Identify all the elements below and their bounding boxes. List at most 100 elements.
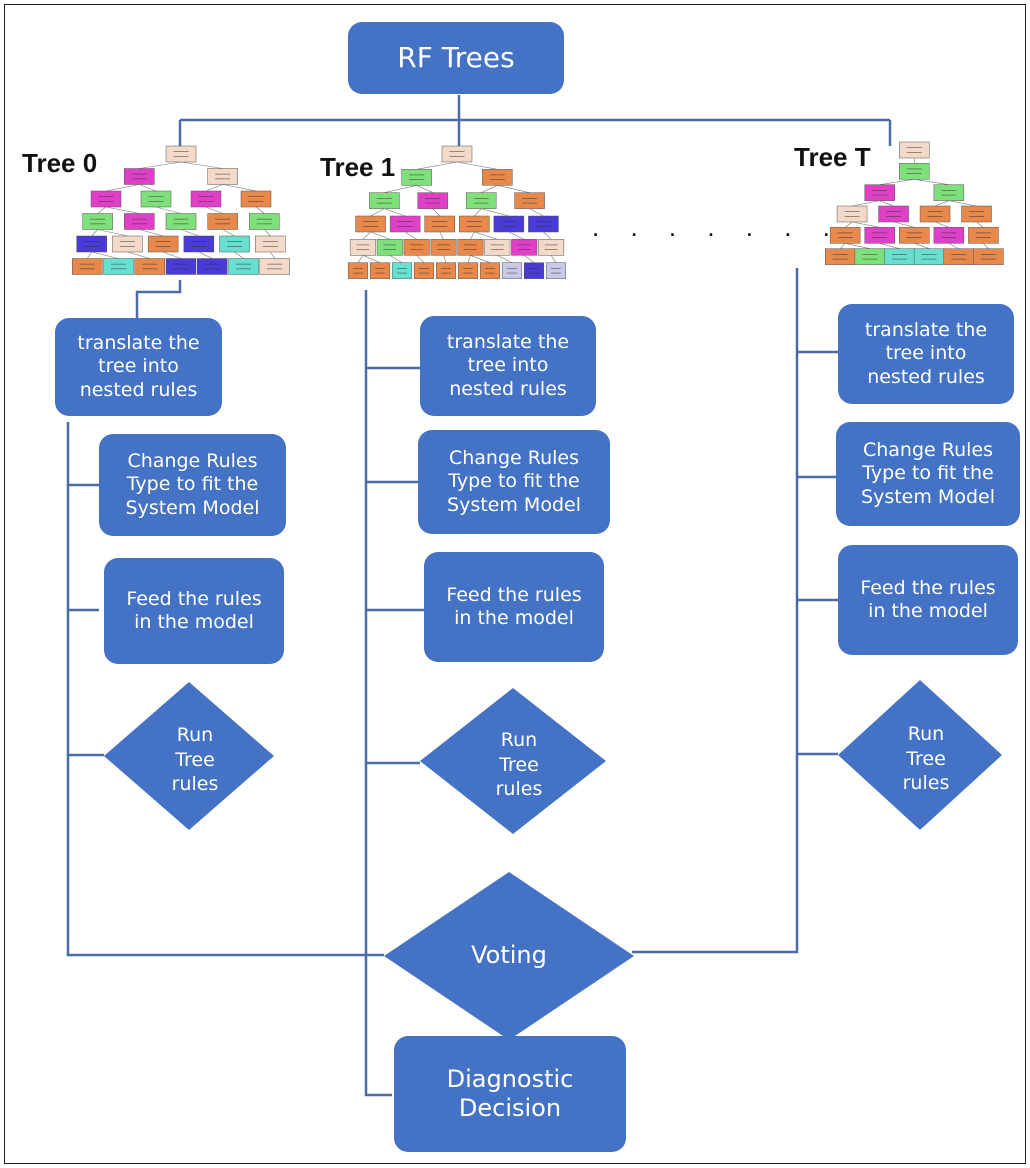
tree-edge: [362, 231, 371, 240]
tree-edge: [550, 255, 557, 263]
col0-change-label: Change Rules Type to fit the System Mode…: [125, 450, 260, 519]
tree-edge: [139, 161, 182, 169]
tree-edge: [948, 243, 959, 249]
tree-node: [933, 184, 965, 201]
tree-node: [376, 239, 403, 256]
tree-edge: [456, 161, 498, 170]
tree-edge: [497, 255, 513, 263]
col1-run-label: Run Tree rules: [495, 728, 543, 801]
tree-edge: [370, 208, 385, 217]
colT-feed-box: Feed the rules in the model: [838, 545, 1018, 655]
voting-label: Voting: [471, 941, 547, 970]
tree-node: [864, 227, 895, 244]
col0-spine: [66, 422, 384, 957]
tree-edge: [127, 251, 150, 259]
tree-node: [207, 168, 238, 185]
tree-edge: [105, 184, 140, 192]
tree-edge: [529, 208, 544, 217]
tree-node: [973, 248, 1004, 265]
tree-node: [864, 184, 895, 201]
tree-node: [854, 248, 886, 265]
tree-node: [355, 215, 386, 233]
tree-node: [134, 258, 165, 275]
tree-node: [147, 235, 179, 253]
ellipsis: . . . . . . .: [592, 212, 842, 242]
tree-edge: [357, 255, 364, 263]
tree-node: [479, 262, 501, 279]
tree-edge: [879, 243, 900, 249]
tree-node: [514, 192, 545, 209]
tree-node: [240, 190, 272, 208]
tree-node: [124, 168, 155, 185]
col1-feed-label: Feed the rules in the model: [446, 583, 582, 629]
tree-node: [413, 262, 435, 279]
tree-node: [401, 169, 432, 186]
tree-edge: [404, 231, 417, 240]
tree-edge: [370, 231, 390, 240]
tree-node: [165, 145, 197, 163]
col0-branches: [68, 483, 104, 757]
tree-node: [919, 205, 951, 223]
tree-edge: [384, 185, 417, 193]
tree-edge: [432, 208, 440, 217]
col1-translate-box: translate the tree into nested rules: [420, 316, 596, 416]
root-label: RF Trees: [397, 40, 515, 74]
tree-t-label: Tree T: [794, 142, 871, 172]
tree-edge: [163, 251, 182, 259]
tree-edge: [879, 200, 894, 207]
tree-node: [72, 258, 103, 275]
tree-node: [207, 213, 238, 230]
tree-edge: [914, 243, 930, 249]
tree-0-diagram: [72, 145, 290, 275]
tree-edge: [97, 229, 128, 237]
tree-edge: [264, 229, 271, 237]
tree-edge: [139, 184, 157, 192]
tree-node: [76, 235, 107, 253]
tree-edge: [198, 251, 213, 259]
tree-edge: [155, 206, 182, 214]
tree-node: [878, 205, 909, 223]
tree-edge: [255, 206, 265, 214]
col0-run-diamond: Run Tree rules: [104, 682, 286, 838]
colT-change-label: Change Rules Type to fit the System Mode…: [861, 439, 995, 508]
tree-edge: [879, 179, 915, 185]
tree-node: [430, 239, 457, 256]
tree-node: [228, 258, 259, 275]
tree-edge: [508, 231, 525, 240]
tree-edge: [474, 231, 498, 240]
tree-edge: [934, 200, 949, 207]
tree-edge: [497, 185, 530, 193]
tree-node: [347, 262, 369, 279]
tree-edge: [470, 255, 491, 263]
tree-node: [103, 258, 134, 275]
tree-edge: [481, 208, 509, 217]
tree-edge: [524, 255, 535, 263]
tree-edge: [543, 231, 552, 240]
tree-edge: [983, 243, 989, 249]
col0-change-box: Change Rules Type to fit the System Mode…: [99, 434, 286, 536]
tree-node: [501, 262, 523, 279]
tree-edge: [948, 200, 977, 207]
diagnostic-decision-label: Diagnostic Decision: [446, 1064, 574, 1122]
tree-node: [403, 239, 430, 256]
tree-edge: [384, 208, 406, 217]
tree-node: [82, 213, 113, 230]
tree-node: [933, 227, 965, 244]
tree-node: [249, 213, 280, 230]
tree-node: [424, 215, 455, 233]
tree-edge: [222, 229, 235, 237]
tree-node: [349, 239, 376, 256]
tree-edge: [976, 221, 984, 228]
tree-edge: [893, 221, 915, 228]
tree-edge: [474, 208, 482, 217]
tree-node: [465, 192, 497, 209]
tree-node: [482, 169, 513, 186]
tree-edge: [91, 229, 98, 237]
tree-node: [124, 213, 155, 230]
col1-run-diamond: Run Tree rules: [420, 688, 618, 842]
tree-0-label: Tree 0: [22, 148, 98, 178]
diagnostic-decision-box: Diagnostic Decision: [394, 1036, 626, 1152]
tree-node: [943, 248, 974, 265]
col1-translate-label: translate the tree into nested rules: [446, 331, 570, 400]
tree-node: [219, 235, 250, 253]
